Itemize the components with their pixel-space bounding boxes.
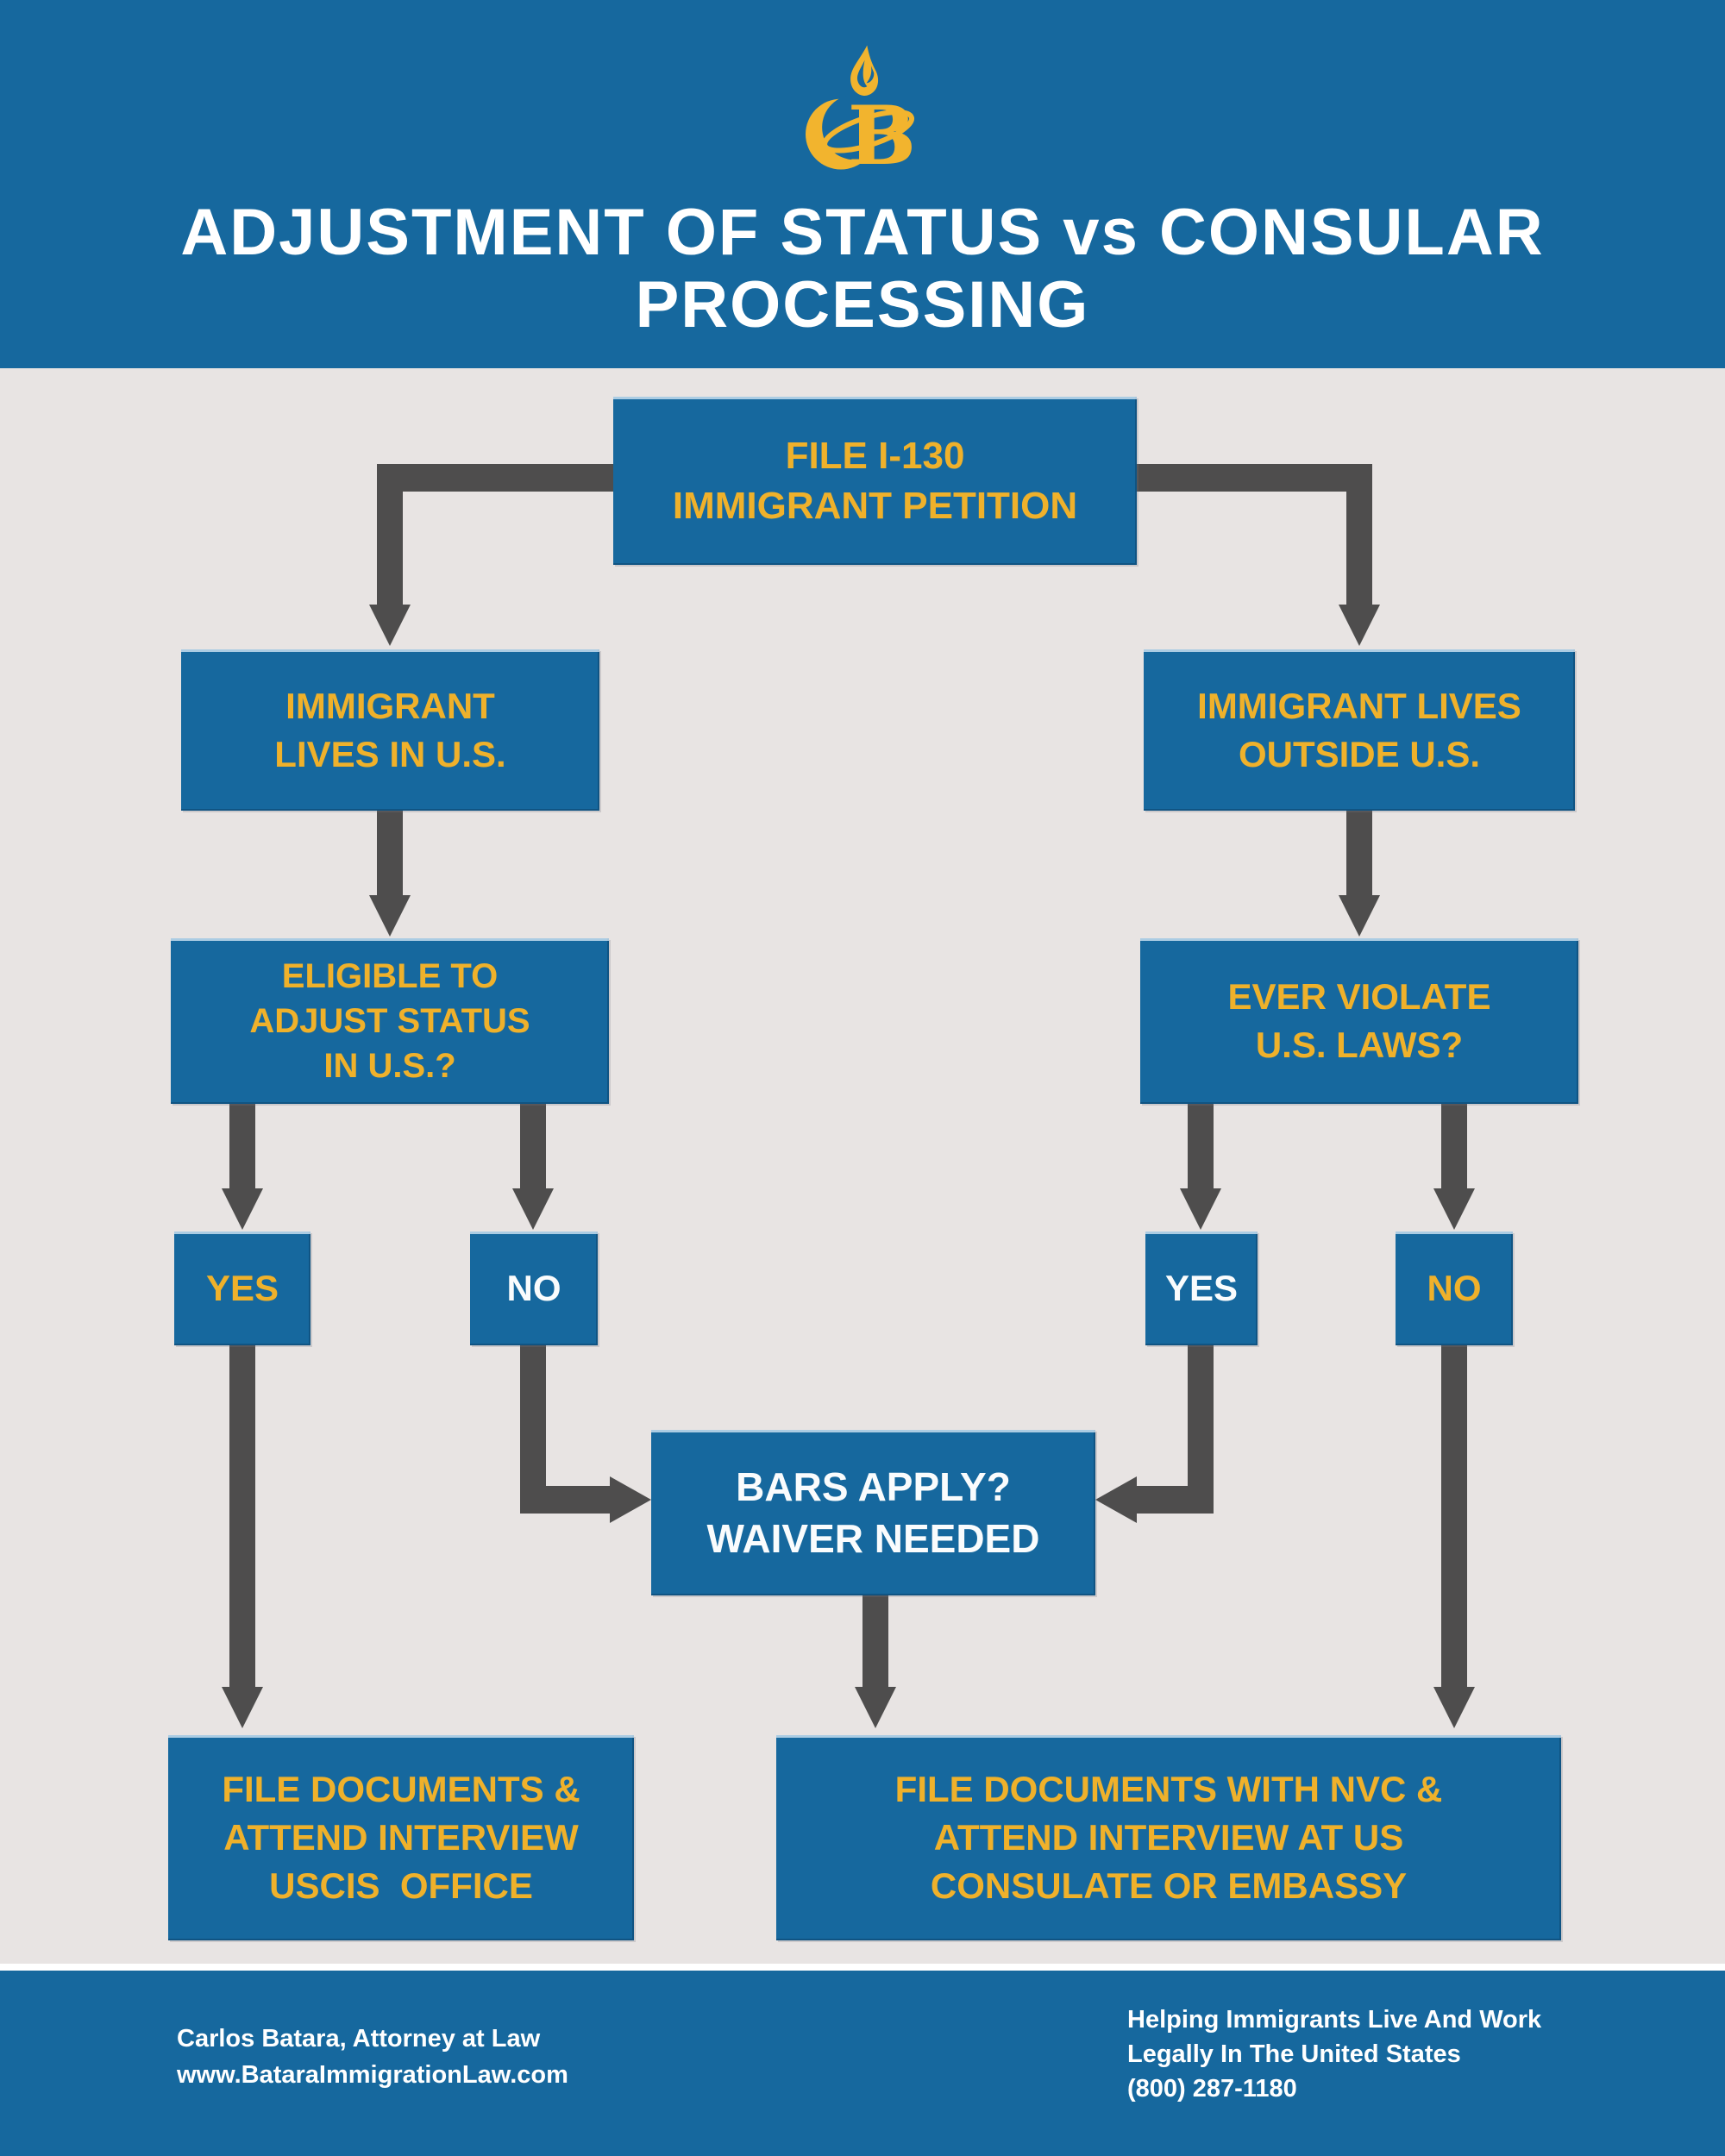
node-text: CONSULATE OR EMBASSY [930,1865,1408,1906]
node-no-right: NO [1396,1232,1513,1345]
node-yes-left: YES [174,1232,310,1345]
node-text: YES [205,1268,279,1308]
node-text: FILE I-130 [785,434,965,477]
connector-no-left-elbow-h [533,1486,612,1514]
connector-eligible-no [520,1102,546,1190]
connector-violate-no [1441,1102,1467,1190]
title-line-2: CONSULAR PROCESSING [635,196,1545,342]
arrowhead-yes-right [1180,1188,1221,1230]
node-text: USCIS OFFICE [269,1865,533,1906]
node-lives-outside-us: IMMIGRANT LIVES OUTSIDE U.S. [1144,649,1575,811]
arrowhead-lives-outside [1339,605,1380,646]
node-text: WAIVER NEEDED [706,1516,1040,1561]
node-lives-in-us: IMMIGRANT LIVES IN U.S. [181,649,599,811]
node-text: ATTEND INTERVIEW [223,1817,579,1858]
connector-yes-left-down [229,1344,255,1689]
node-text: EVER VIOLATE [1227,976,1491,1017]
node-text: ATTEND INTERVIEW AT US [933,1817,1404,1858]
node-no-left: NO [470,1232,598,1345]
node-text: FILE DOCUMENTS & [222,1769,580,1809]
node-file-i130: FILE I-130 IMMIGRANT PETITION [613,397,1137,565]
page-title: ADJUSTMENT OF STATUS vs CONSULAR PROCESS… [0,197,1725,342]
connector-no-left-elbow-v [520,1344,546,1514]
svg-text:B: B [848,89,916,184]
footer-contact-info: Helping Immigrants Live And Work Legally… [1127,2002,1541,2106]
node-text: IMMIGRANT LIVES [1197,685,1521,726]
arrowhead-no-left [512,1188,554,1230]
node-eligible-adjust: ELIGIBLE TO ADJUST STATUS IN U.S.? [171,938,609,1104]
connector-drop-right-1 [1346,464,1372,606]
connector-top-right-horizontal [1133,464,1372,492]
arrowhead-ever-violate [1339,895,1380,937]
node-text: LIVES IN U.S. [274,733,506,774]
tagline-line-1: Helping Immigrants Live And Work [1127,2006,1542,2034]
node-text: NO [506,1268,561,1308]
node-bars-apply: BARS APPLY? WAIVER NEEDED [651,1430,1095,1595]
connector-no-right-down [1441,1344,1467,1689]
connector-eligible-yes [229,1102,255,1190]
connector-drop-left-1 [377,464,403,606]
node-text: ADJUST STATUS [249,1002,530,1040]
connector-top-left-horizontal [377,464,617,492]
batara-law-logo-icon: B [806,45,916,184]
node-text: NO [1427,1268,1482,1308]
connector-left-2 [377,809,403,897]
title-line-1: ADJUSTMENT OF STATUS vs [180,196,1139,269]
phone-number: (800) 287-1180 [1127,2075,1297,2103]
connector-right-2 [1346,809,1372,897]
node-text: IMMIGRANT PETITION [672,484,1078,527]
node-text: OUTSIDE U.S. [1238,733,1481,774]
node-text: IMMIGRANT [285,685,495,726]
connector-bars-down [862,1594,888,1689]
node-text: ELIGIBLE TO [281,957,499,995]
arrowhead-file-uscis [222,1687,263,1728]
node-text: YES [1164,1268,1239,1308]
node-text: U.S. LAWS? [1255,1025,1464,1065]
node-text: IN U.S.? [323,1047,456,1085]
tagline-line-2: Legally In The United States [1127,2040,1461,2068]
arrowhead-eligible [369,895,411,937]
website-url: www.BataraImmigrationLaw.com [177,2061,568,2089]
arrowhead-file-nvc-center [855,1687,896,1728]
connector-violate-yes [1188,1102,1214,1190]
arrowhead-file-nvc-right [1433,1687,1475,1728]
node-file-uscis: FILE DOCUMENTS & ATTEND INTERVIEW USCIS … [168,1735,634,1940]
footer-separator [0,1964,1725,1971]
attorney-name: Carlos Batara, Attorney at Law [177,2025,541,2053]
node-text: BARS APPLY? [736,1464,1011,1509]
arrowhead-lives-in-us [369,605,411,646]
arrowhead-yes-left [222,1188,263,1230]
connector-yes-right-elbow-v [1188,1344,1214,1514]
connector-yes-right-elbow-h [1135,1486,1214,1514]
footer-banner [0,1971,1725,2156]
arrowhead-bars-left [610,1476,651,1523]
footer-attorney-info: Carlos Batara, Attorney at Law www.Batar… [177,2021,568,2093]
node-yes-right: YES [1145,1232,1258,1345]
node-file-nvc: FILE DOCUMENTS WITH NVC & ATTEND INTERVI… [776,1735,1561,1940]
node-ever-violate: EVER VIOLATE U.S. LAWS? [1140,938,1578,1104]
arrowhead-no-right [1433,1188,1475,1230]
node-text: FILE DOCUMENTS WITH NVC & [894,1769,1443,1809]
arrowhead-bars-right [1095,1476,1137,1523]
